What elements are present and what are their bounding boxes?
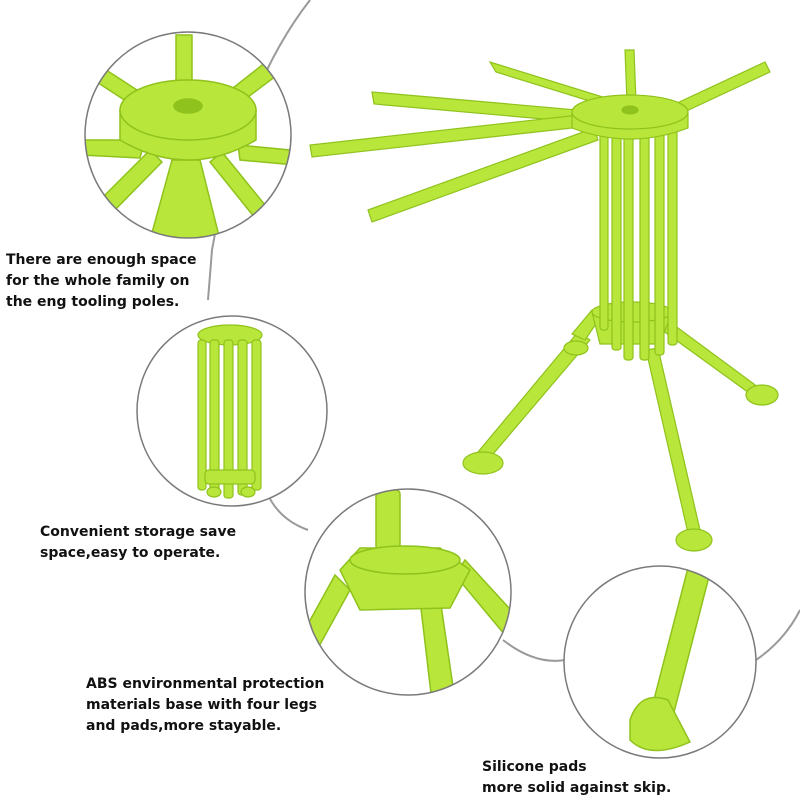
base-closeup (304, 488, 512, 696)
pasta-rack-main (309, 49, 779, 552)
caption-storage: Convenient storage save space,easy to op… (40, 524, 237, 561)
caption-pads: Silicone pads more solid against skip. (482, 759, 672, 796)
rack-arm (367, 127, 599, 223)
silicone-pad (675, 528, 713, 552)
silicone-pad (462, 451, 504, 475)
silicone-pad (745, 384, 779, 406)
rack-leg (645, 347, 701, 534)
folded-storage-closeup (136, 315, 328, 507)
caption-base: ABS environmental protection materials b… (86, 676, 325, 734)
hub-closeup (84, 31, 292, 239)
caption-space: There are enough space for the whole fam… (6, 252, 197, 310)
rack-arm (674, 61, 771, 115)
rack-arm (624, 49, 637, 103)
pad-closeup (563, 565, 757, 759)
